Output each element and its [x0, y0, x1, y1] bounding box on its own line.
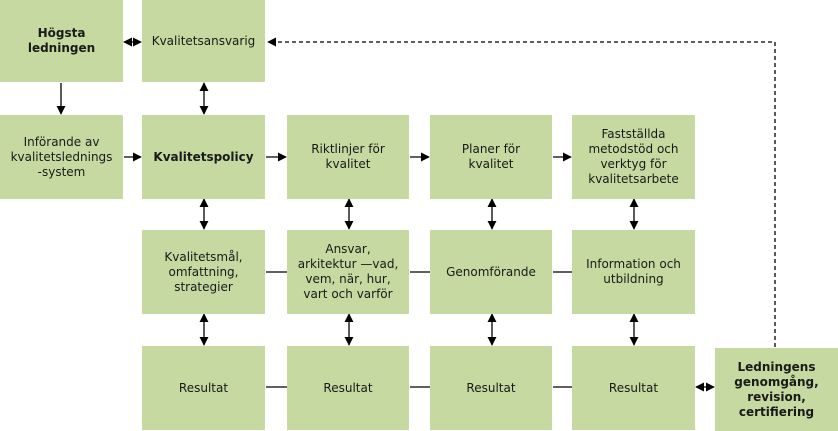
box-resultat-1: Resultat: [142, 346, 265, 430]
box-resultat-3: Resultat: [430, 346, 552, 430]
box-hogsta-ledningen: Högsta ledningen: [0, 0, 123, 82]
box-resultat-2: Resultat: [287, 346, 409, 430]
box-faststallda: Fastställda metodstöd och verktyg för kv…: [572, 115, 695, 199]
box-inforande: Införande av kvalitetslednings -system: [0, 115, 123, 199]
box-riktlinjer: Riktlinjer för kvalitet: [287, 115, 409, 199]
box-kvalitetsmal: Kvalitetsmål, omfattning, strategier: [142, 230, 265, 314]
box-genomforande: Genomförande: [430, 230, 552, 314]
box-information: Information och utbildning: [572, 230, 695, 314]
box-ansvar: Ansvar, arkitektur —vad, vem, när, hur, …: [287, 230, 409, 314]
box-resultat-4: Resultat: [572, 346, 695, 430]
box-ledningens-genomgang: Ledningens genomgång, revision, certifie…: [715, 348, 838, 431]
dashed-feedback-arrow: [267, 37, 776, 347]
box-planer: Planer för kvalitet: [430, 115, 552, 199]
box-kvalitetspolicy: Kvalitetspolicy: [142, 115, 265, 199]
box-kvalitetsansvarig: Kvalitetsansvarig: [142, 0, 265, 82]
